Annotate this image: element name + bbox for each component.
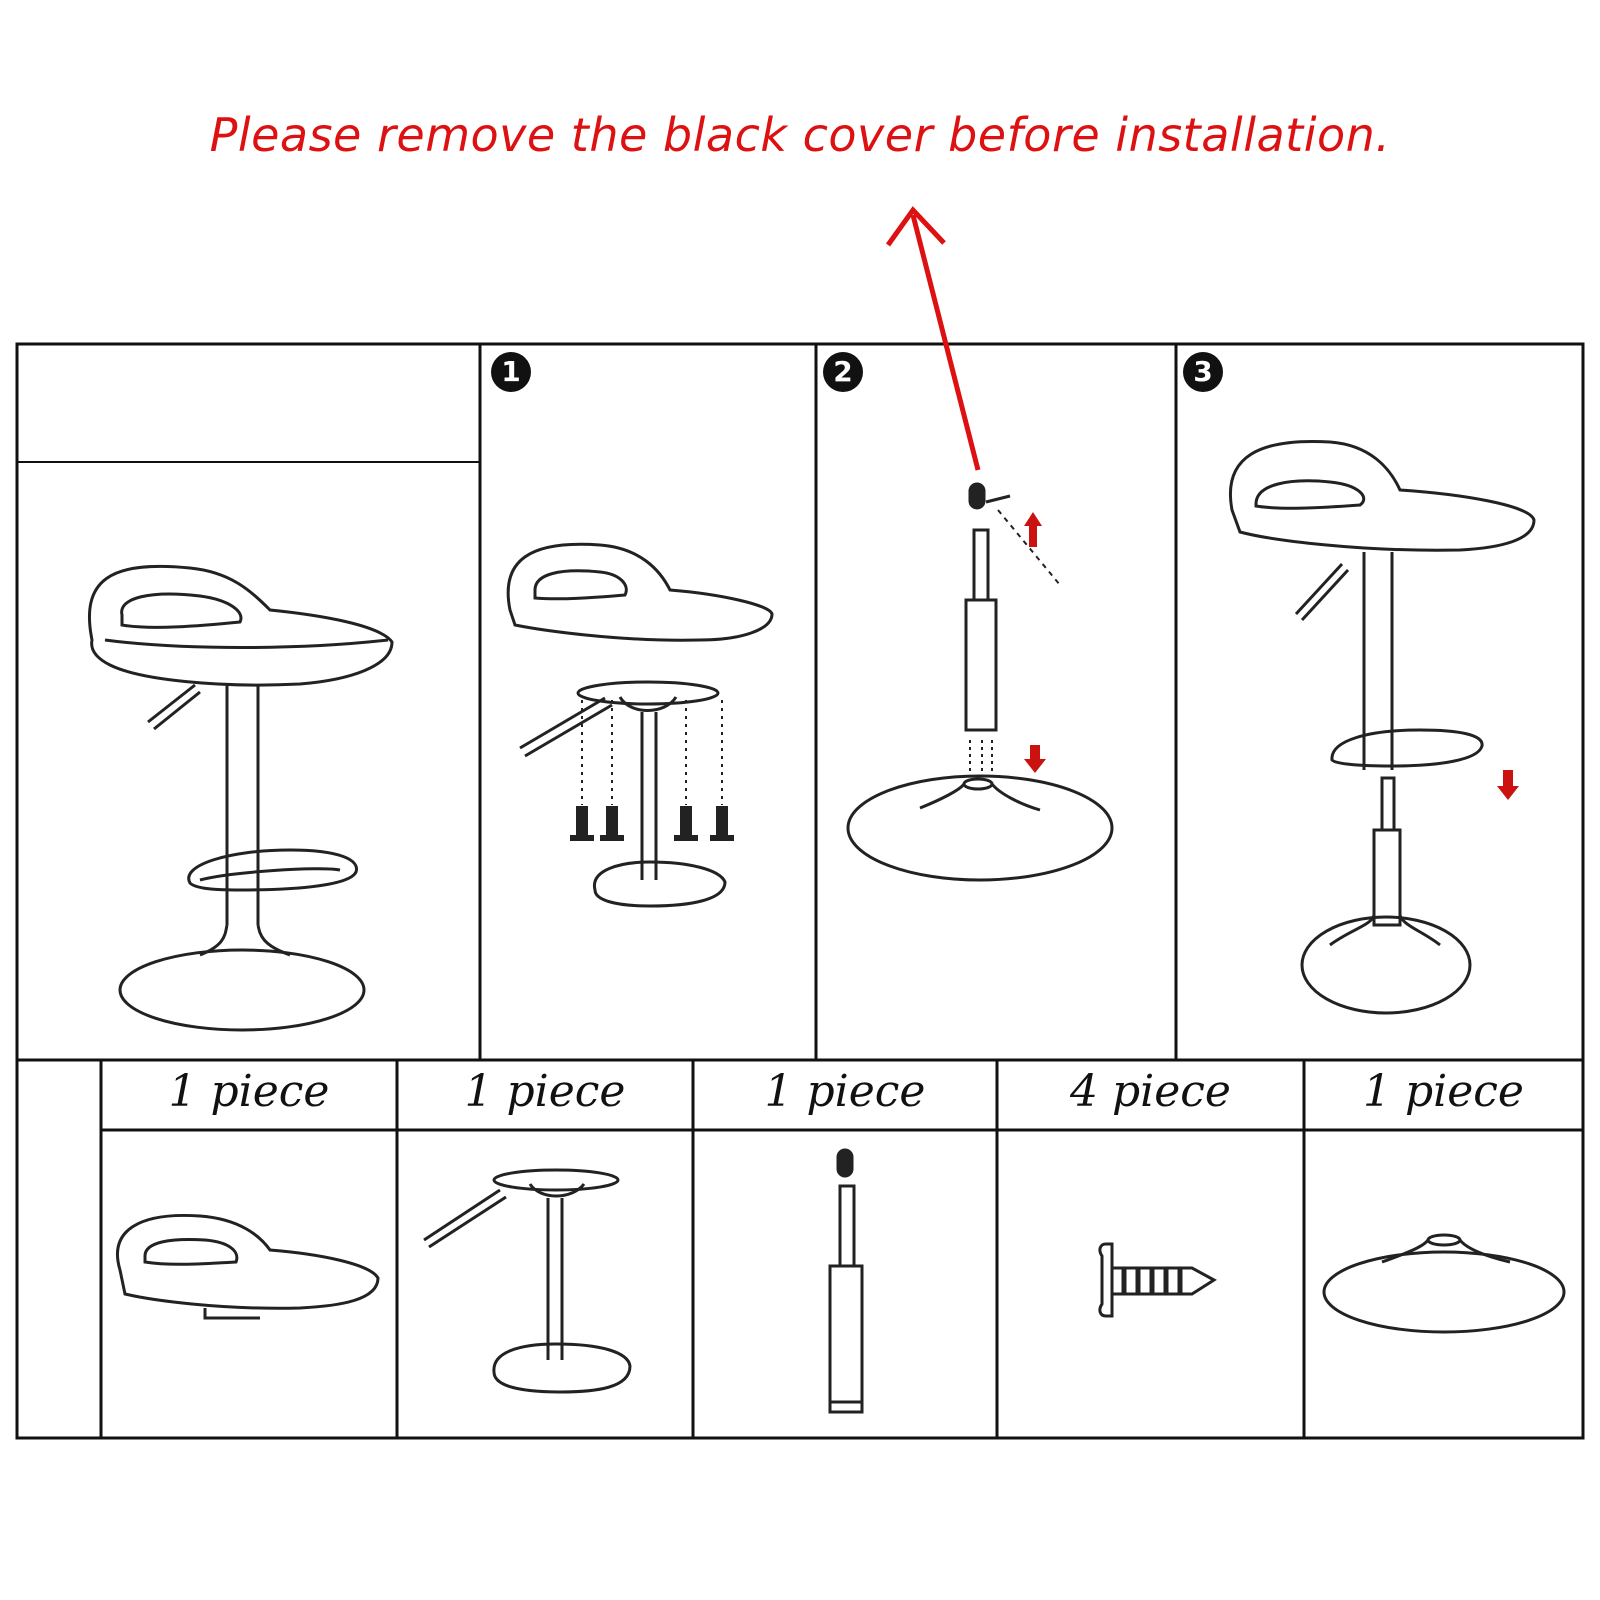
- part-gas-lift-icon: [828, 1148, 864, 1414]
- grid-lines: [15, 342, 1585, 1440]
- step2-illustration: [846, 482, 1114, 882]
- arrow-icons: [1024, 512, 1046, 773]
- arrow-down-icon: [1497, 770, 1519, 800]
- part-1-quantity: 1 piece: [168, 1066, 330, 1117]
- screw-icons: [570, 806, 734, 841]
- part-3-quantity: 1 piece: [764, 1066, 926, 1117]
- part-seat-icon: [116, 1213, 380, 1320]
- step-2-badge: 2: [823, 352, 863, 392]
- part-5-quantity: 1 piece: [1363, 1066, 1524, 1117]
- step1-illustration: [506, 542, 774, 908]
- part-screw-icon: [1098, 1242, 1217, 1318]
- step-3-badge: 3: [1183, 352, 1223, 392]
- pointer-arrow: [885, 206, 981, 471]
- step-1-badge: 1: [491, 352, 531, 392]
- full-stool-illustration: [87, 564, 394, 1032]
- part-4-quantity: 4 piece: [1070, 1066, 1231, 1117]
- part-2-quantity: 1 piece: [464, 1066, 626, 1117]
- notice-text: Please remove the black cover before ins…: [209, 108, 1391, 162]
- step3-illustration: [1229, 439, 1536, 1015]
- part-base-icon: [1322, 1233, 1566, 1334]
- part-column-icon: [423, 1168, 632, 1394]
